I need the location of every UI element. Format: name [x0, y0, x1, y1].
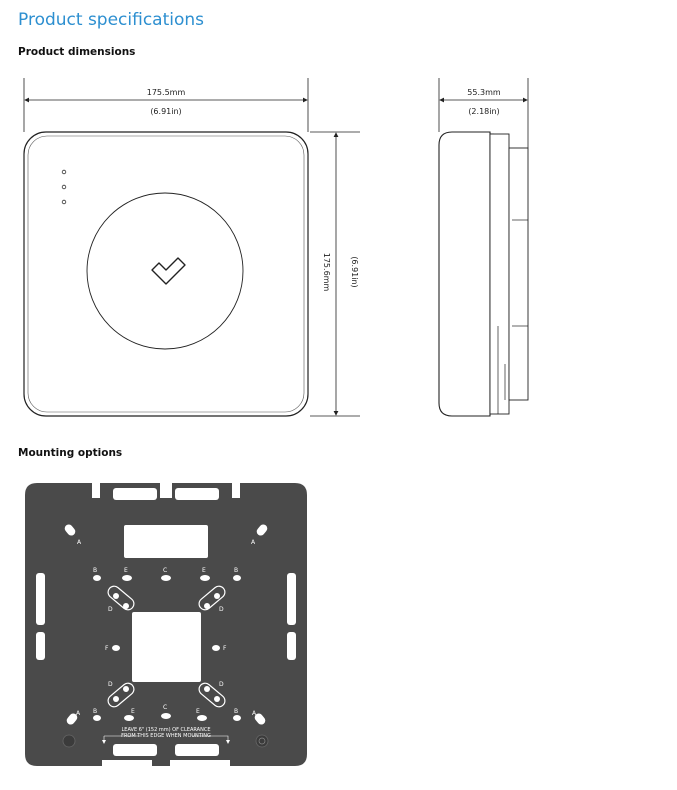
hole-label-c: C: [163, 567, 167, 574]
hole-label-e: E: [196, 708, 200, 715]
mount-slot: [287, 573, 296, 625]
mount-slot: [175, 744, 219, 756]
arrow-icon: [102, 740, 106, 744]
side-view: 55.3mm (2.18in): [438, 78, 529, 417]
mount-slot: [36, 632, 45, 660]
hole-label-d: D: [108, 606, 113, 613]
depth-in-label: (2.18in): [468, 107, 499, 116]
height-in-label: (6.91in): [350, 256, 359, 287]
mount-hole-c: [161, 713, 171, 719]
hole-label-d: D: [219, 681, 224, 688]
width-in-label: (6.91in): [150, 107, 181, 116]
clearance-note-line2: FROM THIS EDGE WHEN MOUNTING: [121, 733, 211, 739]
device-side-mount: [508, 147, 529, 401]
mount-hole-d: [198, 682, 226, 708]
hole-label-b: B: [93, 567, 97, 574]
mount-slot: [175, 488, 219, 500]
mount-hole-e: [200, 575, 210, 581]
device-side-body: [438, 131, 491, 417]
hole-label-e: E: [124, 567, 128, 574]
mount-hole-a: [66, 713, 78, 725]
status-led-icon: [61, 184, 67, 190]
hole-label-e: E: [202, 567, 206, 574]
hole-label-e: E: [131, 708, 135, 715]
mount-hole-b: [233, 715, 241, 721]
mount-slot: [36, 573, 45, 625]
hole-label-d: D: [219, 606, 224, 613]
hole-label-b: B: [234, 567, 238, 574]
device-center-circle: [86, 192, 244, 350]
page-title: Product specifications: [18, 10, 205, 30]
corner-hole: [255, 734, 269, 748]
status-led-icon: [61, 169, 67, 175]
hole-label-a: A: [252, 710, 257, 717]
hole-label-f: F: [105, 645, 109, 652]
device-front-inner-edge: [27, 135, 305, 413]
dimensions-heading: Product dimensions: [18, 46, 136, 58]
status-led-icon: [61, 199, 67, 205]
mount-hole-a: [64, 524, 76, 536]
mount-hole-a: [254, 713, 266, 725]
mount-hole-f: [112, 645, 120, 651]
hole-label-a: A: [251, 539, 256, 546]
hole-label-d: D: [108, 681, 113, 688]
mounting-plate: A A B E C E B D D F F D: [25, 483, 307, 766]
mount-hole-b: [233, 575, 241, 581]
cable-cutout-center: [132, 612, 201, 682]
mount-hole-d: [107, 682, 135, 708]
arrow-icon: [226, 740, 230, 744]
corner-hole: [62, 734, 76, 748]
depth-mm-label: 55.3mm: [467, 88, 501, 97]
mount-hole-e: [122, 575, 132, 581]
mount-hole-d: [107, 585, 135, 611]
mount-hole-a: [256, 524, 268, 536]
cable-cutout-top: [124, 525, 208, 558]
hole-label-a: A: [77, 539, 82, 546]
mount-hole-e: [197, 715, 207, 721]
front-view: 175.5mm (6.91in) 175.6mm (6.91in): [23, 78, 360, 417]
mount-hole-d: [198, 585, 226, 611]
mount-slot: [113, 488, 157, 500]
device-side-back: [489, 133, 510, 415]
hole-label-b: B: [234, 708, 238, 715]
width-mm-label: 175.5mm: [147, 88, 186, 97]
mounting-heading: Mounting options: [18, 447, 123, 459]
mount-hole-c: [161, 575, 171, 581]
hole-label-f: F: [223, 645, 227, 652]
brand-logo-icon: [151, 257, 186, 285]
mount-slot: [287, 632, 296, 660]
mount-hole-f: [212, 645, 220, 651]
hole-label-c: C: [163, 704, 167, 711]
clearance-note-line1: LEAVE 6" (152 mm) OF CLEARANCE: [122, 727, 211, 733]
hole-label-a: A: [76, 710, 81, 717]
mount-slot: [113, 744, 157, 756]
mount-hole-b: [93, 715, 101, 721]
mount-hole-e: [124, 715, 134, 721]
device-front-outline: [23, 131, 309, 417]
clearance-bracket: [103, 735, 229, 740]
mount-hole-b: [93, 575, 101, 581]
height-mm-label: 175.6mm: [322, 253, 331, 292]
hole-label-b: B: [93, 708, 97, 715]
